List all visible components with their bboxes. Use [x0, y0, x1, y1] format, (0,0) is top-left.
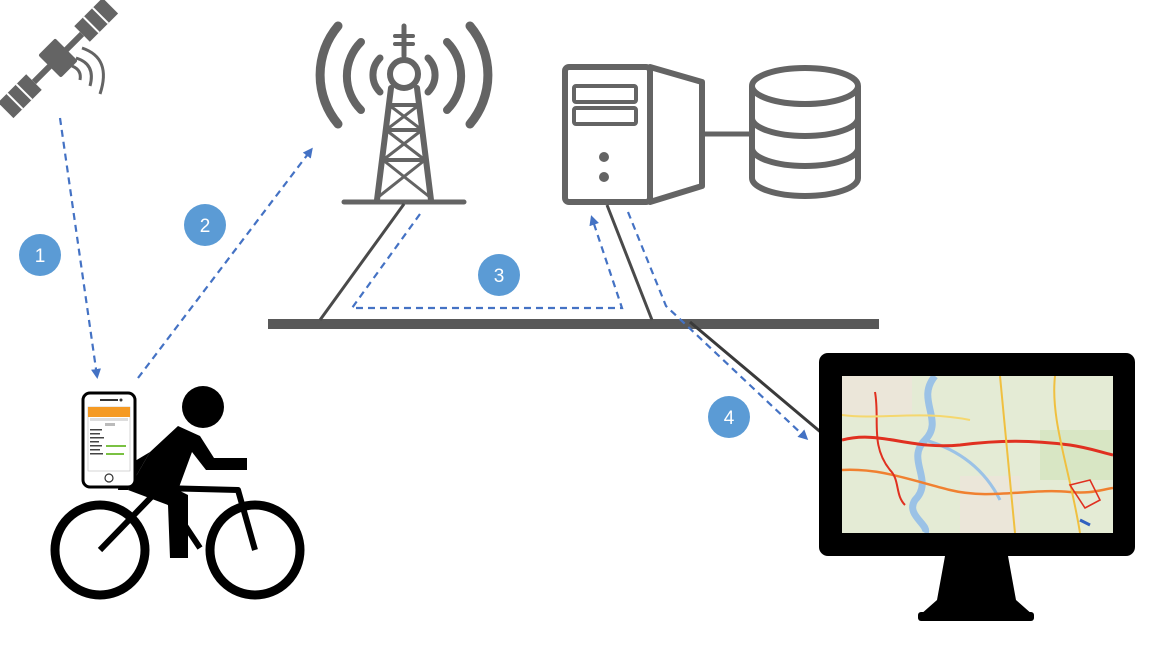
flow-phone-to-tower — [137, 147, 313, 379]
satellite-icon — [0, 0, 119, 119]
database-icon — [749, 65, 861, 199]
tower-network-link — [318, 203, 406, 321]
step-badge-2: 2 — [184, 204, 226, 246]
cell-tower-icon — [315, 21, 493, 205]
step-badge-3: 3 — [478, 254, 520, 296]
network-monitor-link — [689, 320, 837, 447]
step-label: 3 — [494, 266, 505, 287]
step-label: 1 — [35, 246, 46, 267]
step-badge-4: 4 — [708, 396, 750, 438]
step-label: 2 — [200, 216, 211, 237]
flow-server-to-monitor — [626, 211, 809, 441]
server-network-link — [605, 204, 654, 321]
flow-satellite-to-phone — [58, 117, 101, 379]
step-badge-1: 1 — [19, 234, 61, 276]
network-backbone — [268, 319, 879, 329]
flow-tower-to-server — [349, 213, 624, 310]
server-icon — [562, 64, 705, 205]
map-icon — [842, 376, 1113, 533]
data-flow-arrows — [58, 117, 809, 441]
step-label: 4 — [724, 408, 735, 429]
smartphone-icon — [81, 391, 137, 489]
